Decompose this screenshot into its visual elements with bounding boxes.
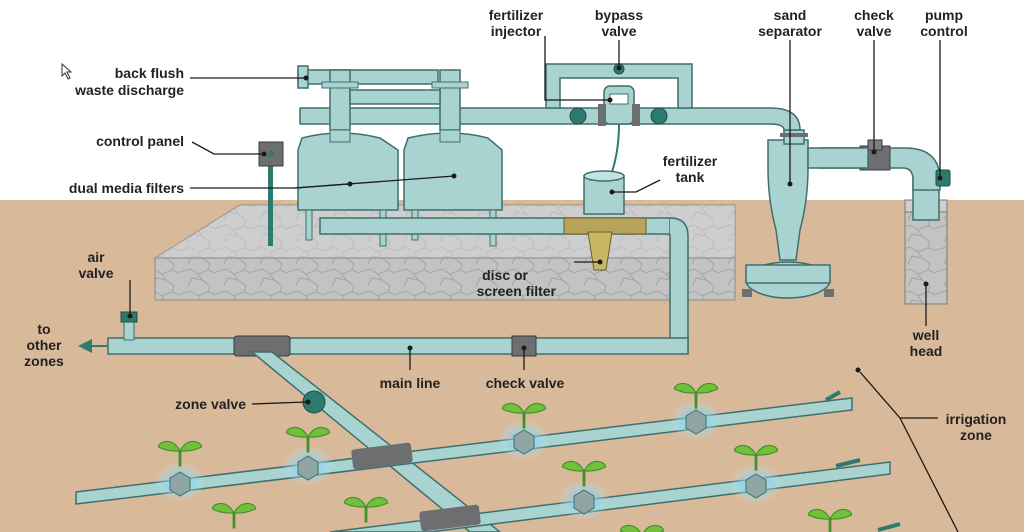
label-main-line: main line	[380, 375, 441, 391]
label-pump-control-2: control	[920, 23, 967, 39]
label-to-other-zones-1: to	[37, 321, 50, 337]
label-dual-media-filters: dual media filters	[69, 180, 184, 196]
label-bypass-valve-2: valve	[601, 23, 636, 39]
label-fertilizer-tank-2: tank	[676, 169, 705, 185]
label-sand-separator-1: sand	[774, 7, 807, 23]
label-check-valve-main: check valve	[486, 375, 565, 391]
emitters	[154, 381, 852, 532]
labels: fertilizer injector bypass valve sand se…	[24, 7, 1006, 443]
label-back-flush-1: back flush	[115, 65, 184, 81]
label-fertilizer-injector-1: fertilizer	[489, 7, 544, 23]
label-pump-control-1: pump	[925, 7, 963, 23]
label-irrigation-zone-2: zone	[960, 427, 992, 443]
label-back-flush-2: waste discharge	[74, 82, 184, 98]
overhead-pipe	[297, 65, 801, 131]
zone-pipe	[249, 351, 502, 532]
label-irrigation-zone-1: irrigation	[946, 411, 1007, 427]
fertilizer-injector	[569, 85, 668, 173]
label-bypass-valve-1: bypass	[595, 7, 643, 23]
control-panel	[258, 141, 284, 246]
label-disc-filter-1: disc or	[482, 267, 528, 283]
label-check-valve-top-2: valve	[856, 23, 891, 39]
arrow-left-icon	[78, 339, 92, 353]
label-air-valve-1: air	[87, 249, 105, 265]
sky-area	[0, 0, 1024, 205]
label-zone-valve: zone valve	[175, 396, 246, 412]
fertilizer-tank	[583, 170, 625, 215]
label-fertilizer-injector-2: injector	[491, 23, 542, 39]
label-fertilizer-tank-1: fertilizer	[663, 153, 718, 169]
label-to-other-zones-2: other	[27, 337, 63, 353]
cursor-icon	[61, 62, 73, 80]
label-to-other-zones-3: zones	[24, 353, 64, 369]
label-sand-separator-2: separator	[758, 23, 822, 39]
label-well-head-1: well	[912, 327, 939, 343]
leader-lines	[127, 36, 959, 532]
filter-outlet-pipe	[319, 217, 689, 353]
label-disc-filter-2: screen filter	[477, 283, 557, 299]
label-well-head-2: head	[910, 343, 943, 359]
label-check-valve-top-1: check	[854, 7, 894, 23]
label-control-panel: control panel	[96, 133, 184, 149]
sand-separator	[742, 129, 869, 299]
label-air-valve-2: valve	[78, 265, 113, 281]
